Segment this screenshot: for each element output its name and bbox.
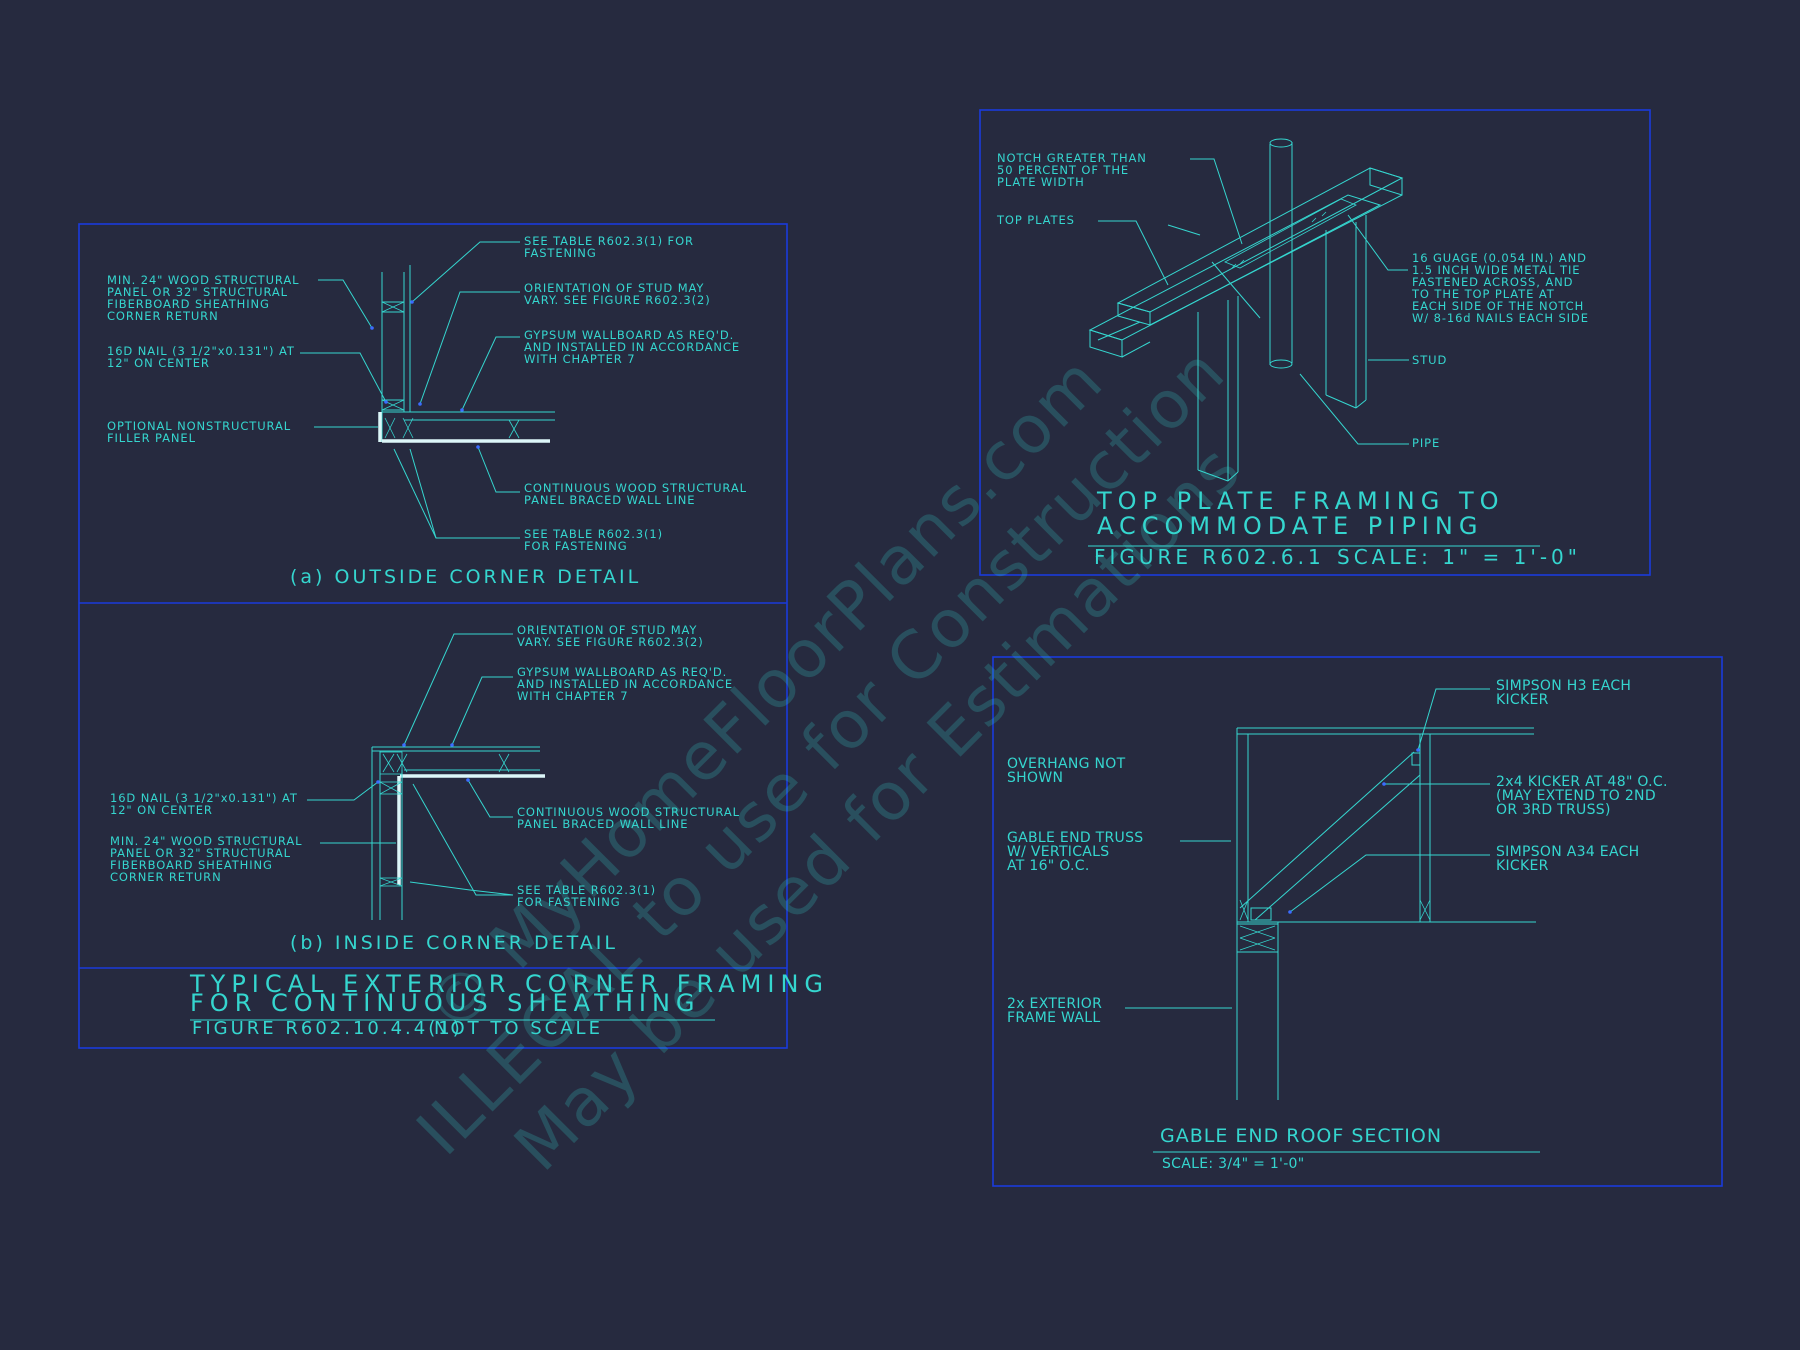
note-simpson-h3: SIMPSON H3 EACH KICKER [1496,678,1636,708]
note-stud: STUD [1412,353,1447,367]
inside-note-sheathing-return: MIN. 24" WOOD STRUCTURAL PANEL OR 32" ST… [110,834,307,884]
inside-note-braced-wall: CONTINUOUS WOOD STRUCTURAL PANEL BRACED … [517,805,745,831]
outside-note-filler-panel: OPTIONAL NONSTRUCTURAL FILLER PANEL [107,419,296,445]
gable-end-panel: OVERHANG NOT SHOWN GABLE END TRUSS W/ VE… [992,656,1723,1187]
top-plate-panel: NOTCH GREATER THAN 50 PERCENT OF THE PLA… [979,109,1651,576]
outside-note-braced-wall: CONTINUOUS WOOD STRUCTURAL PANEL BRACED … [524,481,752,507]
gable-scale: SCALE: 3/4" = 1'-0" [1162,1156,1305,1172]
outside-note-sheathing-return: MIN. 24" WOOD STRUCTURAL PANEL OR 32" ST… [107,273,304,323]
top-plate-drawing [1088,138,1409,482]
inside-corner-caption: (b) INSIDE CORNER DETAIL [290,932,618,954]
top-plate-title-1: TOP PLATE FRAMING TO [1096,487,1505,515]
top-plate-scale: SCALE: 1" = 1'-0" [1337,545,1581,569]
outside-note-gypsum: GYPSUM WALLBOARD AS REQ'D. AND INSTALLED… [524,328,745,366]
gable-end-drawing [1125,688,1536,1100]
top-plate-figure: FIGURE R602.6.1 [1094,545,1325,569]
outside-corner-drawing [300,241,555,539]
note-metal-tie: 16 GUAGE (0.054 IN.) AND 1.5 INCH WIDE M… [1411,251,1591,325]
inside-note-nail: 16D NAIL (3 1/2"x0.131") AT 12" ON CENTE… [110,791,302,817]
outside-note-fastening-2: SEE TABLE R602.3(1) FOR FASTENING [524,527,668,553]
inside-note-gypsum: GYPSUM WALLBOARD AS REQ'D. AND INSTALLED… [517,665,738,703]
outside-note-nail: 16D NAIL (3 1/2"x0.131") AT 12" ON CENTE… [107,344,299,370]
inside-corner-drawing [307,633,545,920]
outside-note-stud-orientation: ORIENTATION OF STUD MAY VARY. SEE FIGURE… [524,281,711,307]
corner-framing-scale: NOT TO SCALE [434,1018,603,1039]
note-simpson-a34: SIMPSON A34 EACH KICKER [1496,844,1644,874]
note-top-plates: TOP PLATES [996,213,1075,227]
corner-framing-title-1: TYPICAL EXTERIOR CORNER FRAMING [189,970,829,998]
corner-framing-figure: FIGURE R602.10.4.4(1) [192,1018,463,1039]
top-plate-title-2: ACCOMMODATE PIPING [1097,512,1483,540]
inside-note-stud-orientation: ORIENTATION OF STUD MAY VARY. SEE FIGURE… [517,623,704,649]
corner-framing-panel: SEE TABLE R602.3(1) FOR FASTENING ORIENT… [78,223,829,1049]
note-notch: NOTCH GREATER THAN 50 PERCENT OF THE PLA… [997,151,1151,189]
inside-note-fastening: SEE TABLE R602.3(1) FOR FASTENING [517,883,661,909]
outside-corner-caption: (a) OUTSIDE CORNER DETAIL [290,566,641,588]
note-kicker: 2x4 KICKER AT 48" O.C. (MAY EXTEND TO 2N… [1496,774,1673,818]
note-gable-truss: GABLE END TRUSS W/ VERTICALS AT 16" O.C. [1007,830,1148,874]
note-frame-wall: 2x EXTERIOR FRAME WALL [1007,996,1107,1026]
outside-note-fastening: SEE TABLE R602.3(1) FOR FASTENING [524,234,698,260]
note-pipe: PIPE [1412,436,1440,450]
corner-framing-title-2: FOR CONTINUOUS SHEATHING [190,989,701,1017]
note-overhang: OVERHANG NOT SHOWN [1007,756,1130,786]
gable-title: GABLE END ROOF SECTION [1160,1125,1442,1147]
